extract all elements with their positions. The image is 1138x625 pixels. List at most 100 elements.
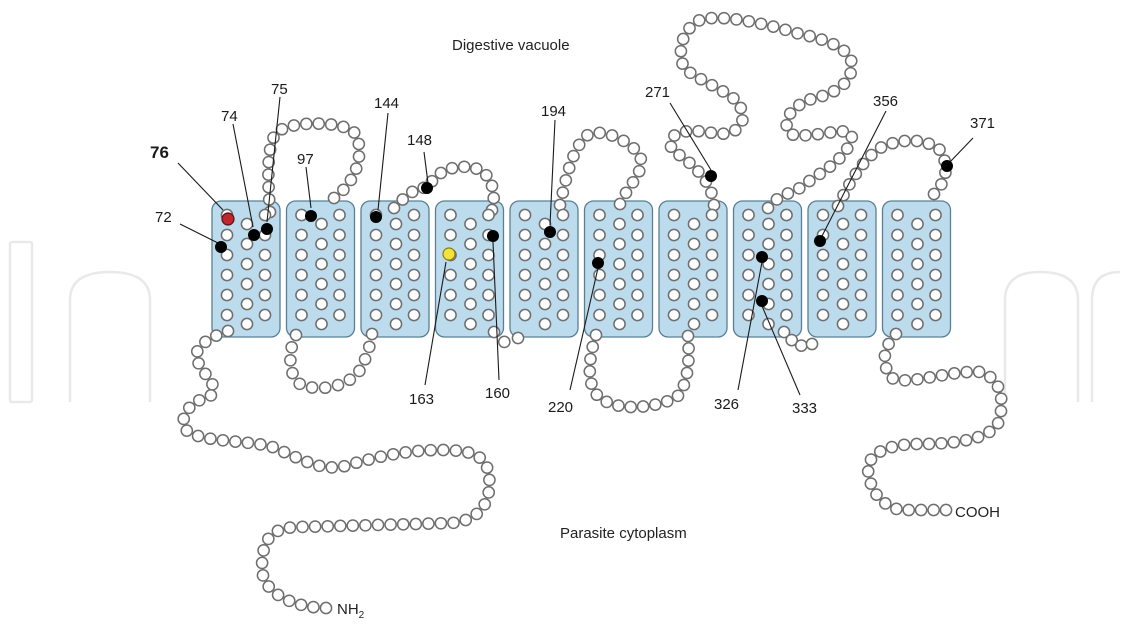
helix-residue	[539, 318, 550, 329]
helix-residue	[614, 258, 625, 269]
loop-residue	[279, 447, 290, 458]
loop-residue	[974, 366, 985, 377]
helix-residue	[743, 269, 754, 280]
helix-residue	[594, 229, 605, 240]
loop-residue	[585, 354, 596, 365]
parasite-cytoplasm-label: Parasite cytoplasm	[560, 525, 687, 542]
loop-residue	[911, 135, 922, 146]
loop-residue	[375, 451, 386, 462]
loop-residue	[995, 406, 1006, 417]
loop-residue	[863, 466, 874, 477]
helix-residue	[539, 258, 550, 269]
loop-residue	[800, 130, 811, 141]
loop-residue	[481, 170, 492, 181]
loop-residue	[846, 131, 857, 142]
helix-residue	[668, 309, 679, 320]
loop-residue	[735, 102, 746, 113]
helix-residue	[334, 209, 345, 220]
loop-residue	[961, 435, 972, 446]
loop-residue	[865, 478, 876, 489]
helix-residue	[763, 238, 774, 249]
loop-residue	[360, 354, 371, 365]
loop-residue	[782, 188, 793, 199]
helix-residue	[483, 209, 494, 220]
helix-residue	[370, 249, 381, 260]
loop-residue	[887, 138, 898, 149]
digestive-vacuole-label: Digestive vacuole	[452, 37, 570, 54]
helix-residue	[465, 278, 476, 289]
helix-residue	[706, 209, 717, 220]
loop-residue	[255, 439, 266, 450]
loop-residue	[463, 447, 474, 458]
loop-residue	[886, 442, 897, 453]
loop-residue	[928, 504, 939, 515]
helix-residue	[837, 258, 848, 269]
loop-residue	[388, 449, 399, 460]
loop-residue	[628, 143, 639, 154]
loop-residue	[257, 557, 268, 568]
helix-residue	[408, 269, 419, 280]
loop-residue	[484, 474, 495, 485]
loop-residue	[706, 187, 717, 198]
helix-residue	[632, 309, 643, 320]
helix-residue	[817, 309, 828, 320]
loop-residue	[792, 28, 803, 39]
helix-residue	[445, 209, 456, 220]
loop-residue	[594, 127, 605, 138]
loop-residue	[313, 118, 324, 129]
loop-residue	[614, 198, 625, 209]
helix-residue	[855, 289, 866, 300]
helix-residue	[912, 298, 923, 309]
loop-residue	[574, 139, 585, 150]
label-75: 75	[271, 81, 288, 98]
helix-residue	[408, 209, 419, 220]
loop-residue	[876, 142, 887, 153]
helix-residue	[892, 269, 903, 280]
loop-residue	[587, 341, 598, 352]
helix-residue	[781, 209, 792, 220]
loop-residue	[816, 34, 827, 45]
loop-residue	[267, 442, 278, 453]
helix-residue	[334, 269, 345, 280]
loop-residue	[824, 161, 835, 172]
helix-residue	[241, 278, 252, 289]
label-220: 220	[548, 399, 573, 416]
helix-residue	[465, 218, 476, 229]
loop-residue	[806, 338, 817, 349]
helix-residue	[930, 309, 941, 320]
loop-residue	[693, 166, 704, 177]
helix-residue	[688, 238, 699, 249]
loop-residue	[996, 393, 1007, 404]
loop-residue	[681, 367, 692, 378]
helix-residue	[557, 289, 568, 300]
loop-residue	[936, 438, 947, 449]
residue-74-black	[248, 229, 260, 241]
loop-residue	[899, 439, 910, 450]
loop-residue	[627, 177, 638, 188]
loop-residue	[684, 157, 695, 168]
helix-residue	[632, 229, 643, 240]
helix-residue	[706, 269, 717, 280]
label-333: 333	[792, 400, 817, 417]
loop-residue	[650, 399, 661, 410]
loop-residue	[363, 454, 374, 465]
helix-residue	[668, 209, 679, 220]
label-271: 271	[645, 84, 670, 101]
loop-residue	[828, 39, 839, 50]
helix-residue	[445, 229, 456, 240]
helix-residue	[668, 249, 679, 260]
loop-residue	[678, 379, 689, 390]
loop-residue	[683, 355, 694, 366]
loop-residue	[268, 132, 279, 143]
helix-residue	[408, 289, 419, 300]
loop-residue	[682, 330, 693, 341]
loop-residue	[398, 519, 409, 530]
loop-residue	[839, 78, 850, 89]
loop-residue	[880, 498, 891, 509]
helix-residue	[445, 269, 456, 280]
residue-194-black	[544, 226, 556, 238]
helix-residue	[221, 309, 232, 320]
loop-residue	[838, 45, 849, 56]
loop-residue	[961, 367, 972, 378]
loop-residue	[993, 418, 1004, 429]
